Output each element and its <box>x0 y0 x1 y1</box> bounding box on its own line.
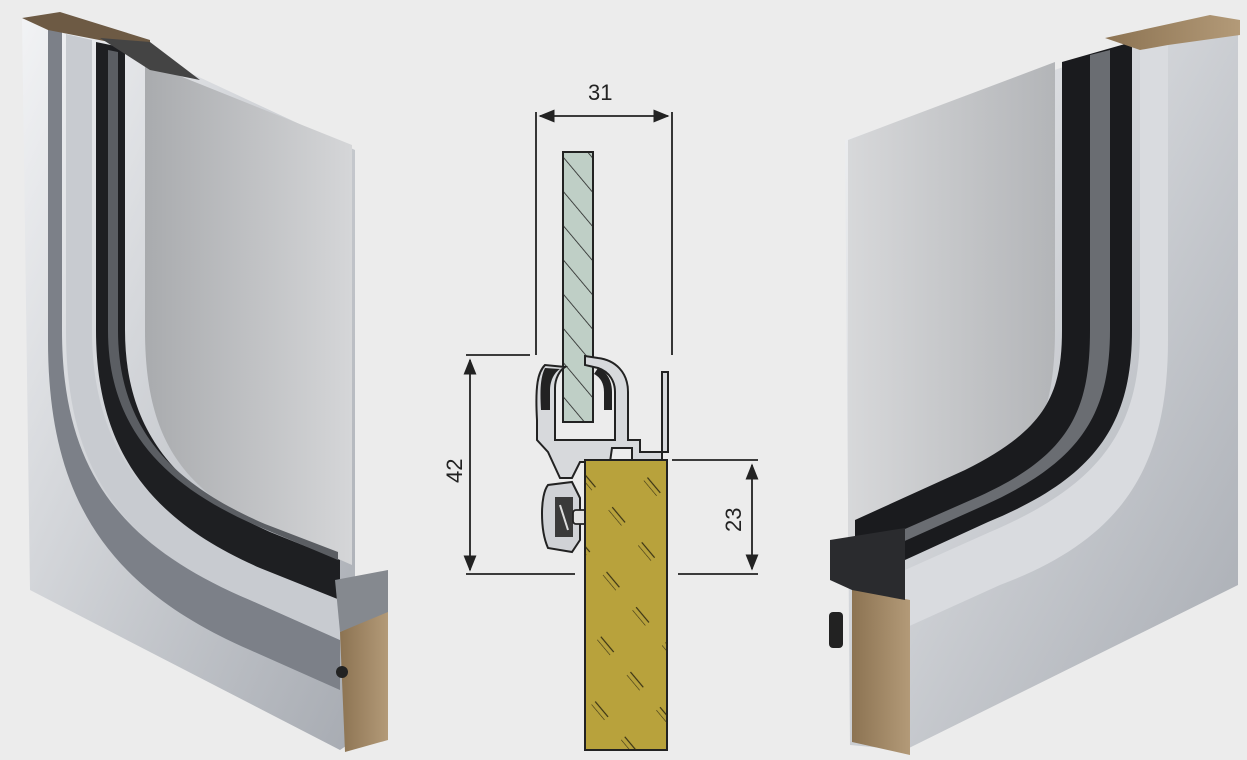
right-frame-render <box>829 15 1240 755</box>
left-seal-gasket <box>96 42 340 600</box>
cross-section-drawing: 31 42 23 <box>442 80 759 751</box>
dimension-sub-height: 23 <box>672 459 759 575</box>
dimension-height-label: 42 <box>442 459 467 483</box>
right-glass-pane <box>848 62 1055 560</box>
dimension-height: 42 <box>442 354 575 575</box>
left-frame-render <box>22 12 388 752</box>
left-wood-end <box>340 610 388 752</box>
dimension-width: 31 <box>535 80 673 355</box>
right-wood-end <box>852 588 910 755</box>
dimension-width-label: 31 <box>588 80 612 105</box>
dimension-sub-height-label: 23 <box>721 508 746 532</box>
section-glazing-bead <box>535 354 669 479</box>
left-glass-pane <box>145 62 352 565</box>
right-bead-profile <box>905 32 1168 628</box>
left-bead-profile <box>48 28 340 690</box>
